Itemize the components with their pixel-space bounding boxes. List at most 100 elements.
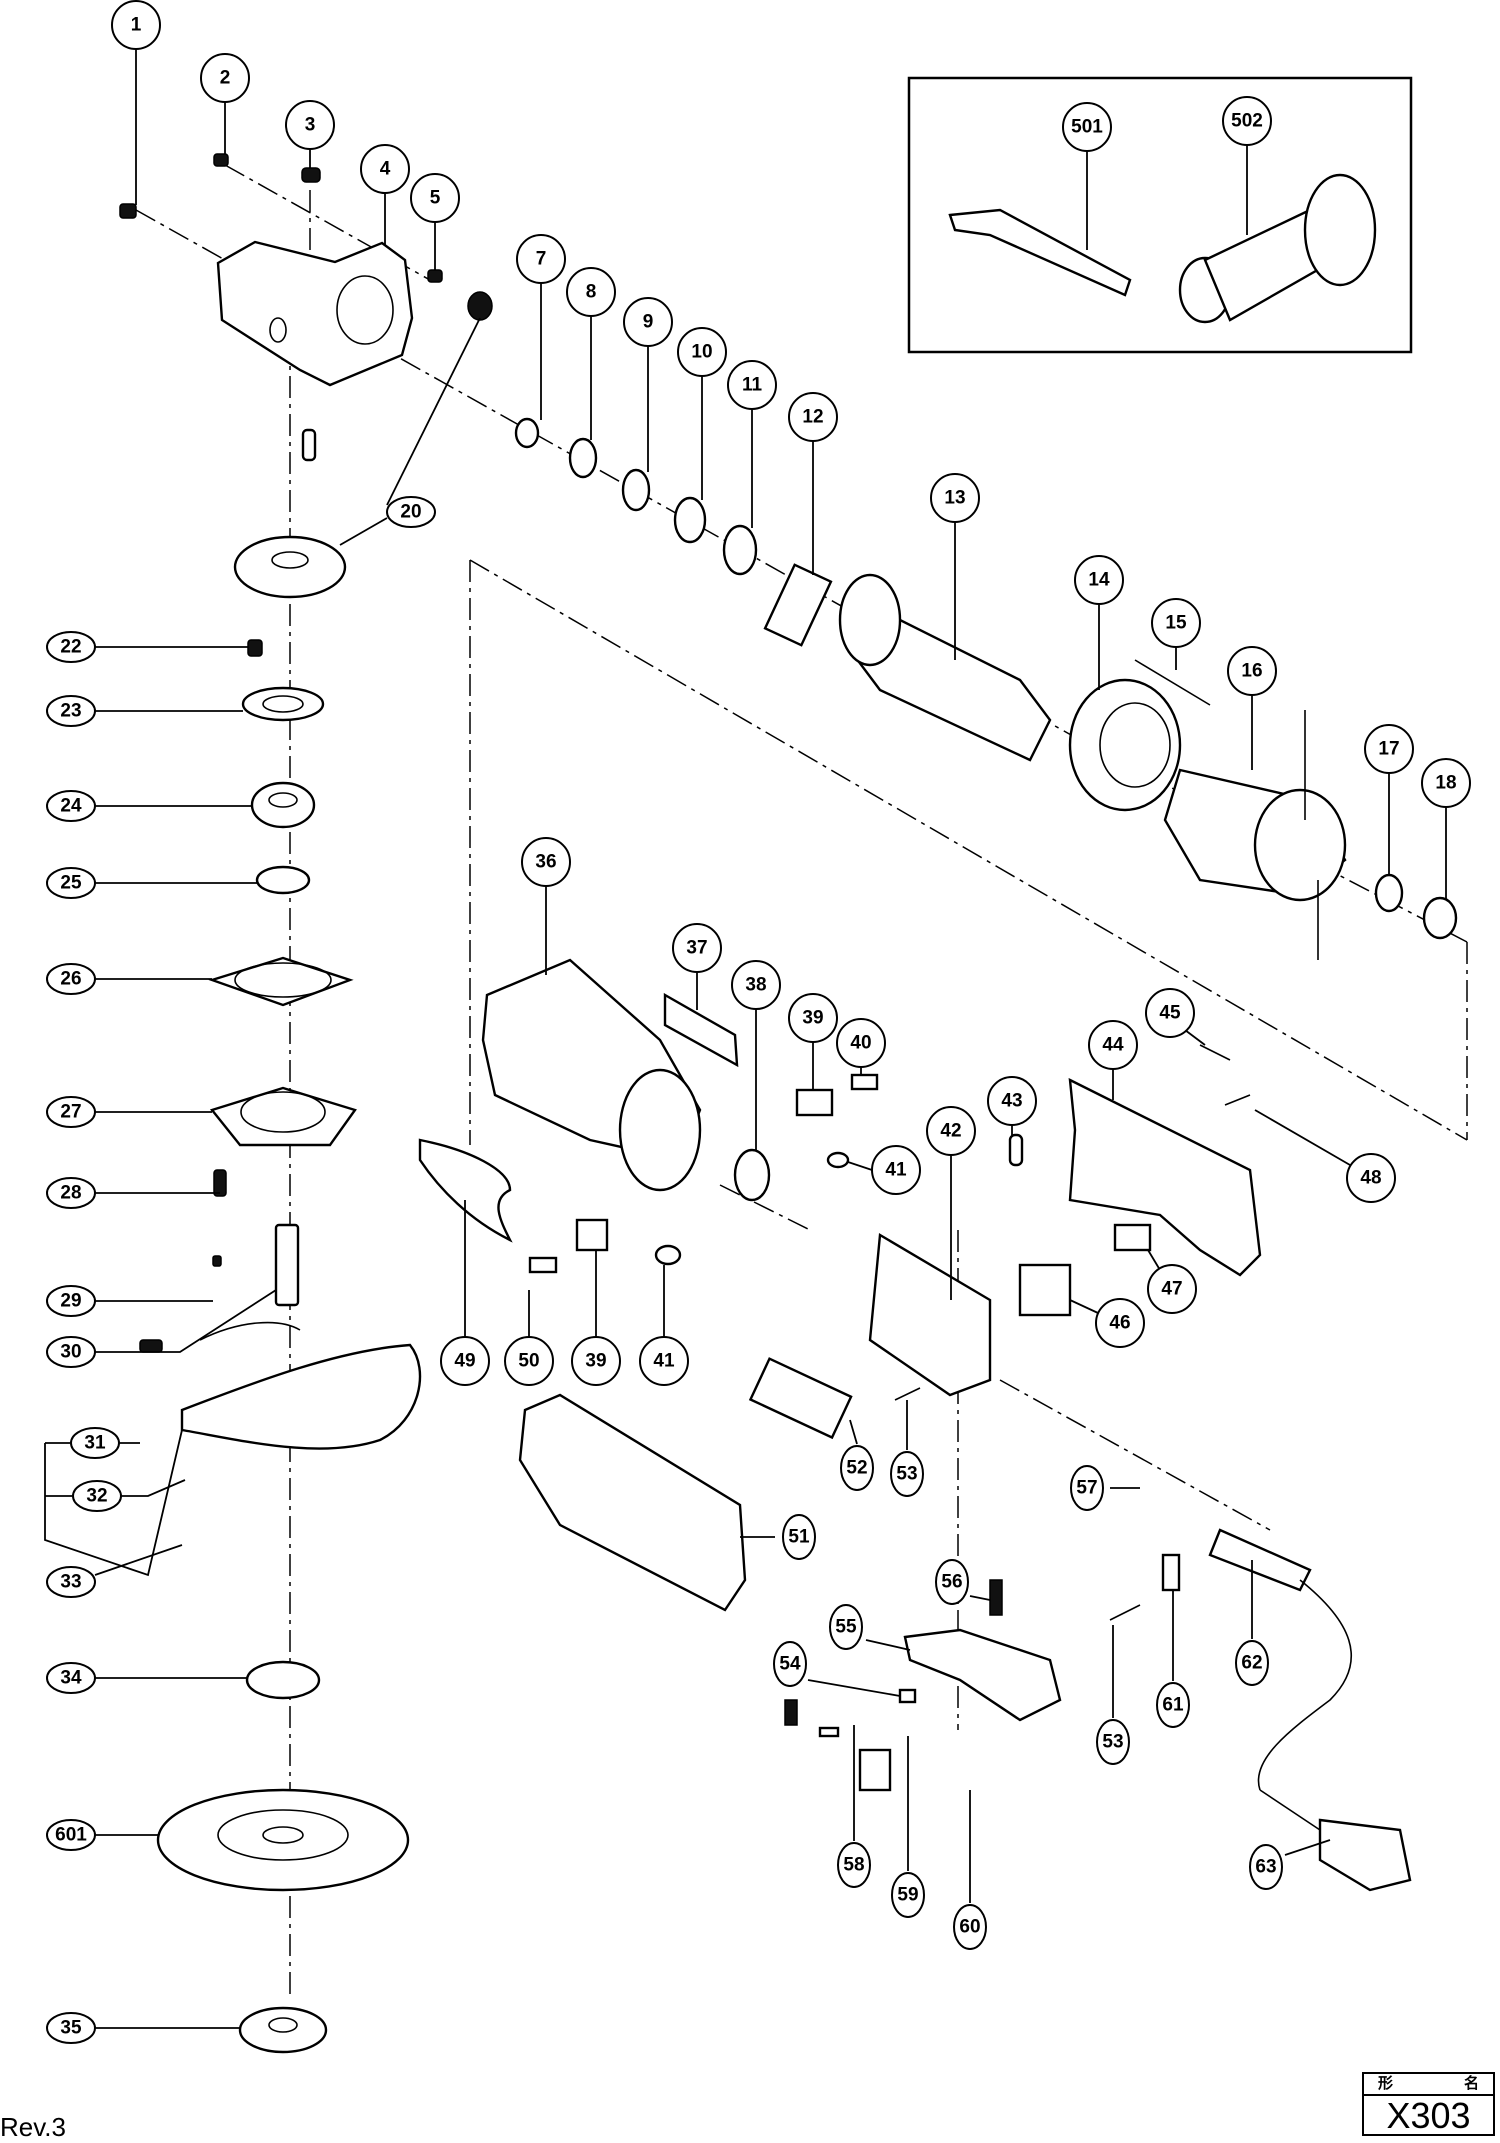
- model-header-right: 名: [1463, 2075, 1479, 2092]
- part-label-58: 58: [837, 1842, 871, 1888]
- label-number: 46: [1109, 1313, 1130, 1334]
- part-label-48: 48: [1346, 1153, 1396, 1203]
- model-number: X303: [1386, 2095, 1471, 2136]
- label-circle: [516, 234, 566, 284]
- label-number: 50: [518, 1351, 539, 1372]
- label-number: 29: [60, 1291, 81, 1312]
- part-label-52: 52: [840, 1445, 874, 1491]
- label-circle: [46, 1819, 96, 1851]
- label-number: 22: [60, 637, 81, 658]
- part-label-17: 17: [1364, 724, 1414, 774]
- part-label-25: 25: [46, 867, 96, 899]
- label-number: 33: [60, 1572, 81, 1593]
- label-number: 27: [60, 1102, 81, 1123]
- label-circle: [727, 360, 777, 410]
- part-label-20: 20: [386, 496, 436, 528]
- handle-cover: [1068, 1077, 1262, 1277]
- part-label-41: 41: [639, 1336, 689, 1386]
- label-number: 31: [84, 1433, 106, 1454]
- part-label-53: 53: [890, 1451, 924, 1497]
- revision-label: Rev.3: [0, 2112, 66, 2142]
- part-label-33: 33: [46, 1566, 96, 1598]
- part-label-30: 30: [46, 1336, 96, 1368]
- part-label-2: 2: [200, 53, 250, 103]
- plug: [1318, 1818, 1412, 1892]
- part-label-49: 49: [440, 1336, 490, 1386]
- label-circle: [1095, 1298, 1145, 1348]
- label-number: 44: [1102, 1035, 1124, 1056]
- label-circle: [504, 1336, 554, 1386]
- part-label-60: 60: [953, 1904, 987, 1950]
- label-number: 2: [220, 68, 231, 89]
- label-number: 49: [454, 1351, 475, 1372]
- label-circle: [782, 1514, 816, 1560]
- label-circle: [1147, 1264, 1197, 1314]
- part-label-53: 53: [1096, 1719, 1130, 1765]
- label-number: 41: [653, 1351, 675, 1372]
- part-label-40: 40: [836, 1018, 886, 1068]
- label-circle: [1346, 1153, 1396, 1203]
- label-circle: [200, 53, 250, 103]
- part-label-59: 59: [891, 1872, 925, 1918]
- label-number: 4: [380, 159, 391, 180]
- part-label-55: 55: [829, 1604, 863, 1650]
- label-circle: [46, 1662, 96, 1694]
- part-label-12: 12: [788, 392, 838, 442]
- label-circle: [521, 837, 571, 887]
- label-circle: [731, 960, 781, 1010]
- part-labels: 1234578910111213141516171820222324252627…: [46, 0, 1471, 2044]
- label-number: 12: [802, 407, 823, 428]
- label-number: 41: [885, 1160, 907, 1181]
- label-number: 7: [536, 249, 547, 270]
- label-circle: [1062, 102, 1112, 152]
- label-number: 38: [745, 975, 766, 996]
- part-label-3: 3: [285, 100, 335, 150]
- label-number: 56: [941, 1572, 962, 1593]
- label-circle: [987, 1076, 1037, 1126]
- label-number: 58: [843, 1855, 864, 1876]
- label-number: 40: [850, 1033, 871, 1054]
- label-number: 37: [686, 938, 707, 959]
- part-label-5: 5: [410, 173, 460, 223]
- part-label-41: 41: [871, 1145, 921, 1195]
- part-label-13: 13: [930, 473, 980, 523]
- part-label-23: 23: [46, 695, 96, 727]
- label-circle: [46, 2012, 96, 2044]
- label-circle: [1070, 1465, 1104, 1511]
- label-number: 48: [1360, 1168, 1381, 1189]
- grinding-wheel: [156, 1788, 410, 1892]
- label-circle: [70, 1427, 120, 1459]
- label-number: 30: [60, 1342, 81, 1363]
- label-number: 39: [802, 1008, 823, 1029]
- part-label-601: 601: [46, 1819, 96, 1851]
- label-circle: [1421, 758, 1471, 808]
- label-circle: [788, 993, 838, 1043]
- spanner: [948, 208, 1132, 297]
- part-label-47: 47: [1147, 1264, 1197, 1314]
- label-number: 47: [1161, 1279, 1182, 1300]
- part-label-8: 8: [566, 267, 616, 317]
- label-number: 24: [60, 796, 82, 817]
- label-number: 601: [55, 1825, 87, 1846]
- label-circle: [46, 631, 96, 663]
- label-circle: [46, 1177, 96, 1209]
- part-label-56: 56: [935, 1559, 969, 1605]
- label-circle: [639, 1336, 689, 1386]
- part-label-10: 10: [677, 327, 727, 377]
- part-label-4: 4: [360, 144, 410, 194]
- part-label-31: 31: [70, 1427, 120, 1459]
- part-label-62: 62: [1235, 1640, 1269, 1686]
- label-circle: [788, 392, 838, 442]
- accessory-box: [907, 76, 1413, 354]
- gear-housing: [216, 240, 414, 387]
- part-label-22: 22: [46, 631, 96, 663]
- label-circle: [677, 327, 727, 377]
- label-number: 59: [897, 1885, 918, 1906]
- label-circle: [46, 1336, 96, 1368]
- label-number: 34: [60, 1668, 82, 1689]
- label-number: 36: [535, 852, 556, 873]
- label-number: 35: [60, 2018, 82, 2039]
- part-label-50: 50: [504, 1336, 554, 1386]
- label-circle: [360, 144, 410, 194]
